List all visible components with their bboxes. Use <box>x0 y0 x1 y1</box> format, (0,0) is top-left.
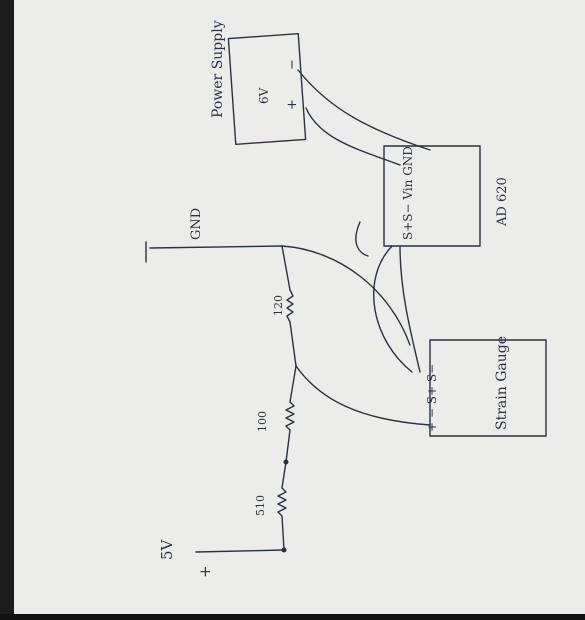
r100-label: 100 <box>256 411 269 432</box>
supply-voltage-label: 6V <box>257 87 271 104</box>
sg-pins-label: + − S+ S− <box>425 364 439 432</box>
ps-plus-label: + <box>285 99 300 110</box>
wire-gnd-to-sg <box>281 245 411 346</box>
wire-to-source <box>195 549 285 553</box>
ps-minus-label: − <box>285 59 300 70</box>
ad620-box <box>383 145 481 247</box>
wire-node-to-sg-plus <box>295 365 431 426</box>
gnd-vertical <box>281 245 291 291</box>
gnd-line <box>149 245 283 249</box>
resistor-510 <box>277 487 287 551</box>
r120-label: 120 <box>272 295 285 316</box>
resistor-100 <box>285 401 295 463</box>
power-supply-box <box>227 32 307 146</box>
strain-gauge-label: Strain Gauge <box>494 336 510 430</box>
resistor-120 <box>286 289 297 367</box>
node-100 <box>283 459 289 465</box>
source-plus-label: + <box>196 565 214 578</box>
wire-ps-minus-gnd <box>297 69 431 151</box>
wire-ps-plus-vin <box>305 107 401 166</box>
r510-label: 510 <box>254 495 267 516</box>
strain-gauge-box <box>429 339 547 437</box>
source-voltage-label: 5V <box>158 538 176 560</box>
power-supply-label: Power Supply <box>210 20 226 118</box>
paper-sheet <box>14 0 585 614</box>
gnd-label: GND <box>189 208 204 240</box>
wire-ad-ref <box>355 221 369 257</box>
wire-ad-s-plus <box>372 245 413 373</box>
ad-name-label: AD 620 <box>495 177 510 227</box>
node-source <box>281 547 287 553</box>
wire-100-to-510 <box>281 461 287 489</box>
desk-edge <box>0 614 585 620</box>
ad-pins-label: S+S− Vin GND <box>401 146 415 240</box>
wire-ad-s-minus <box>399 245 421 373</box>
wire-120-to-100 <box>289 365 297 403</box>
